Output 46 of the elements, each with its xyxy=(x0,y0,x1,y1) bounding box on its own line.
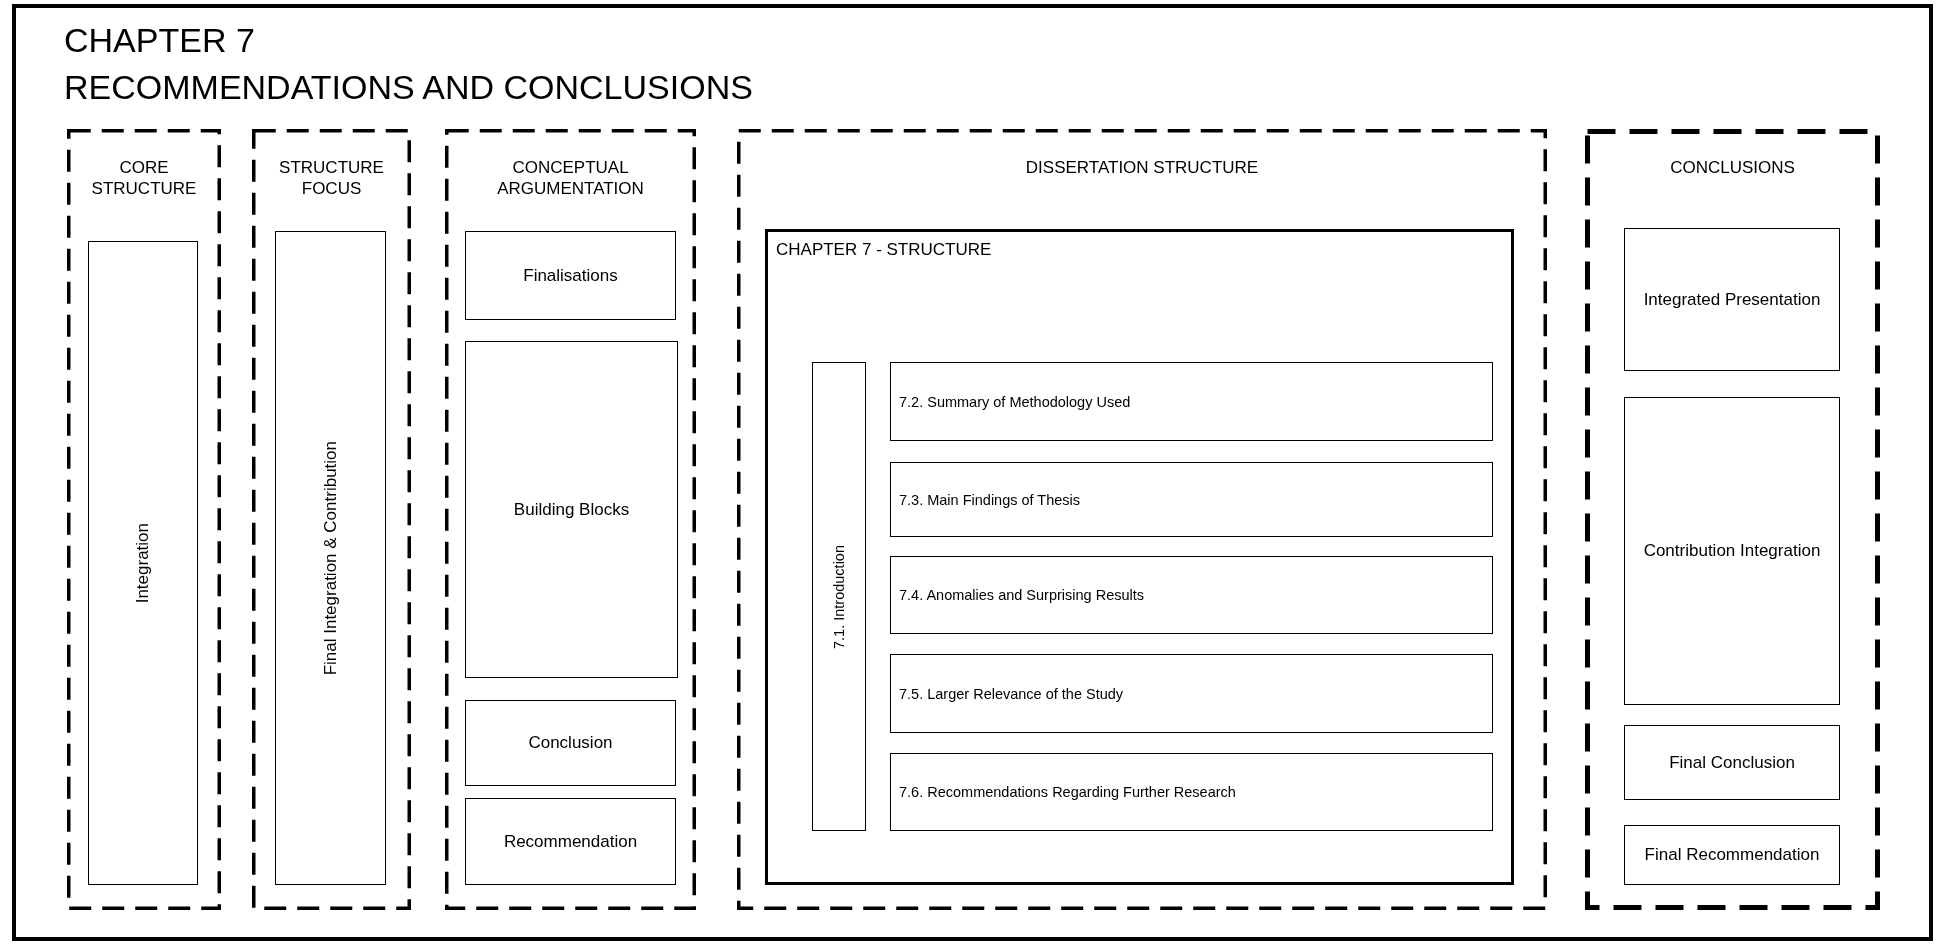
chapter-title: CHAPTER 7 xyxy=(64,20,255,60)
box-label: Contribution Integration xyxy=(1643,541,1821,561)
text-box xyxy=(1624,725,1840,800)
text-box xyxy=(465,798,676,885)
box-label: Recommendation xyxy=(503,831,638,852)
text-box xyxy=(1624,228,1840,371)
group-heading: DISSERTATION STRUCTURE xyxy=(1024,157,1260,178)
text-box xyxy=(88,241,198,885)
box-label: Final Recommendation xyxy=(1644,845,1820,865)
group-heading: CONCEPTUAL ARGUMENTATION xyxy=(496,157,645,199)
text-box xyxy=(465,231,676,320)
dashed-group-frame xyxy=(445,129,696,910)
text-box xyxy=(1624,397,1840,705)
text-box xyxy=(812,362,866,831)
dashed-group-frame xyxy=(67,129,221,910)
text-box xyxy=(890,462,1493,537)
group-heading: CORE STRUCTURE xyxy=(90,157,198,199)
dashed-group-frame xyxy=(737,129,1547,910)
text-box xyxy=(890,753,1493,831)
text-box xyxy=(1624,825,1840,885)
box-label: Finalisations xyxy=(523,265,618,286)
box-label: 7.3. Main Findings of Thesis xyxy=(899,491,1081,508)
text-box xyxy=(890,654,1493,733)
frame-heading: CHAPTER 7 - STRUCTURE xyxy=(776,240,992,260)
box-label: Final Conclusion xyxy=(1669,752,1795,773)
text-box xyxy=(465,700,676,786)
text-box xyxy=(465,341,678,678)
dashed-group-frame xyxy=(1585,129,1880,910)
box-label: Integration xyxy=(133,522,153,604)
box-label: Conclusion xyxy=(528,733,613,753)
group-heading: CONCLUSIONS xyxy=(1669,157,1796,178)
box-label: 7.5. Larger Relevance of the Study xyxy=(899,685,1124,702)
text-box xyxy=(890,556,1493,634)
box-label: 7.1. Introduction xyxy=(831,544,847,649)
box-label: 7.2. Summary of Methodology Used xyxy=(899,393,1131,410)
text-box xyxy=(275,231,386,885)
group-heading: STRUCTURE FOCUS xyxy=(278,157,385,199)
box-label: Integrated Presentation xyxy=(1643,289,1821,310)
box-label: 7.4. Anomalies and Surprising Results xyxy=(899,587,1145,603)
box-label: Final Integration & Contribution xyxy=(320,440,341,676)
box-label: 7.6. Recommendations Regarding Further Research xyxy=(899,784,1236,800)
box-label: Building Blocks xyxy=(513,499,630,520)
dashed-group-frame xyxy=(252,129,411,910)
chapter-heading: RECOMMENDATIONS AND CONCLUSIONS xyxy=(64,67,753,107)
structure-frame xyxy=(765,229,1514,885)
text-box xyxy=(890,362,1493,441)
